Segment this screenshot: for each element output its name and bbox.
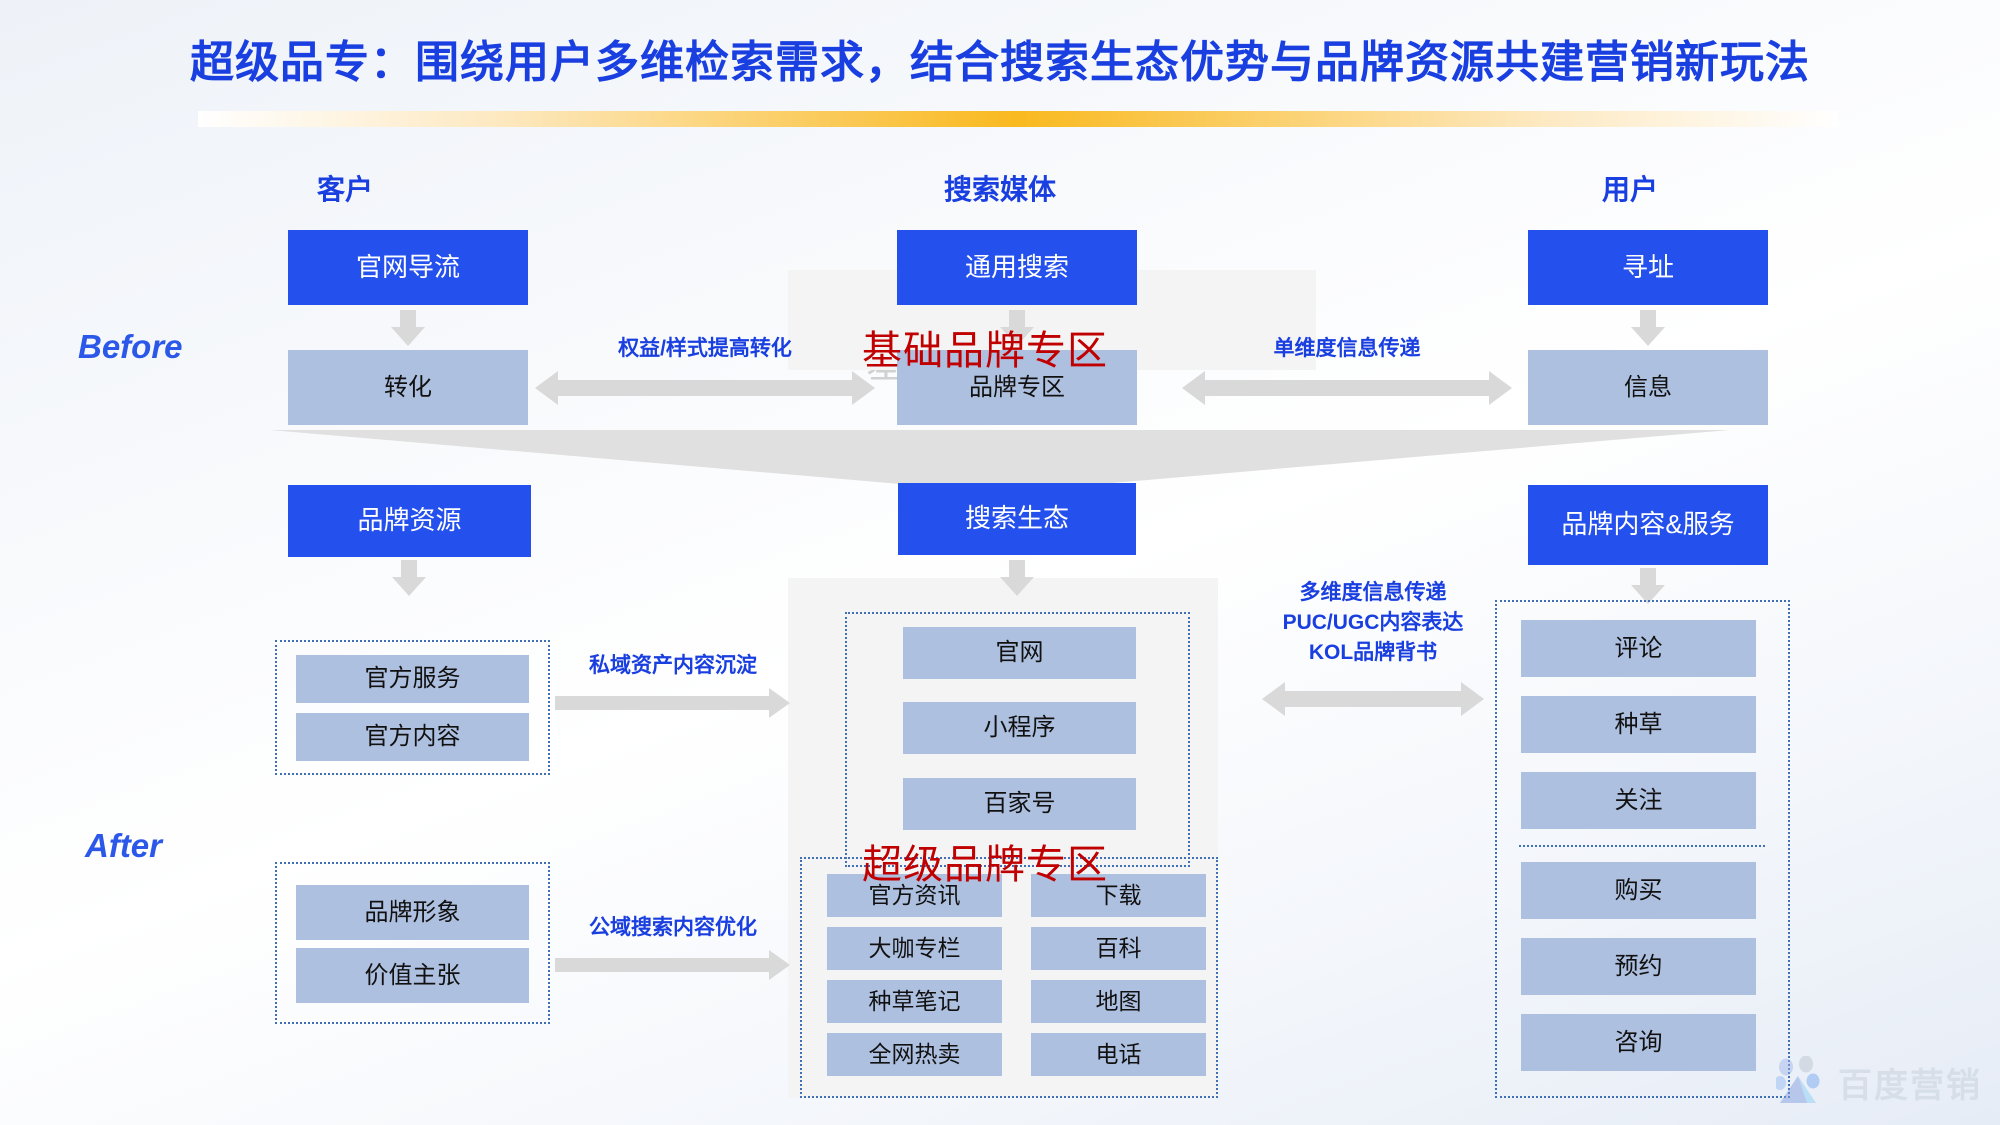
- after-left-top-box: 品牌资源: [288, 485, 531, 557]
- title-underline-accent: [198, 111, 1838, 127]
- before-user-down-arrow: [1631, 310, 1665, 346]
- after-right-arrow-caption-line-2: KOL品牌背书: [1308, 641, 1438, 664]
- before-customer-down-arrow: [391, 310, 425, 346]
- after-center-group-b-right-item-2: 地图: [1031, 980, 1206, 1023]
- after-red-overlay-label: 超级品牌专区 超级品牌专区: [862, 832, 1111, 900]
- after-left-group-a: [275, 640, 550, 775]
- after-center-group-a-item-2: 百家号: [903, 778, 1136, 830]
- baidu-bear-paw-logo-icon: [1774, 1055, 1828, 1109]
- after-center-group-b-left-item-2: 种草笔记: [827, 980, 1002, 1023]
- before-media-bottom-box: 品牌专区: [897, 350, 1137, 425]
- after-right-group-bottom-item-2: 咨询: [1521, 1014, 1756, 1071]
- after-center-group-b: [800, 857, 1218, 1098]
- page-title: 超级品专：围绕用户多维检索需求，结合搜索生态优势与品牌资源共建营销新玩法: [190, 38, 1810, 87]
- watermark-text: 百度营销: [1838, 1067, 1982, 1105]
- after-right-group-divider: [1519, 845, 1765, 847]
- after-left-arrow-a-caption: 私域资产内容沉淀: [589, 654, 757, 677]
- after-left-group-b: [275, 862, 550, 1024]
- after-center-group-b-right-item-3: 电话: [1031, 1033, 1206, 1076]
- after-left-arrow-b-caption: 公域搜索内容优化: [589, 916, 757, 939]
- after-right-group-top-item-1: 种草: [1521, 696, 1756, 753]
- before-red-overlay-text: 基础品牌专区: [862, 329, 1108, 373]
- column-header-media: 搜索媒体: [943, 174, 1056, 205]
- stage-label-after: After: [85, 827, 163, 864]
- before-user-bottom-box: 信息: [1528, 350, 1768, 425]
- after-center-group-b-left-item-0: 官方资讯: [827, 874, 1002, 917]
- after-red-overlay-text: 超级品牌专区: [862, 843, 1108, 887]
- after-left-arrow-a: [555, 688, 790, 718]
- before-media-down-arrow: [1000, 310, 1034, 346]
- column-header-user: 用户: [1601, 174, 1658, 205]
- after-center-group-b-left-item-3: 全网热卖: [827, 1033, 1002, 1076]
- before-customer-bottom-box: 转化: [288, 350, 528, 425]
- before-customer-top-box: 官网导流: [288, 230, 528, 305]
- after-center-group-b-right-item-0: 下载: [1031, 874, 1206, 917]
- before-red-overlay-label: 基础品牌专区 基础品牌专区: [862, 318, 1111, 386]
- after-left-group-a-item-0: 官方服务: [296, 655, 529, 703]
- before-user-top-box: 寻址: [1528, 230, 1768, 305]
- before-left-double-arrow: [535, 371, 875, 405]
- after-right-group-top-item-2: 关注: [1521, 772, 1756, 829]
- after-left-arrow-b: [555, 950, 790, 980]
- after-left-group-b-item-0: 品牌形象: [296, 885, 529, 940]
- stage-label-before: Before: [78, 328, 183, 365]
- after-center-group-a: [845, 612, 1190, 867]
- after-left-group-a-item-1: 官方内容: [296, 713, 529, 761]
- after-center-group-a-item-0: 官网: [903, 627, 1136, 679]
- before-right-double-arrow: [1182, 371, 1512, 405]
- after-center-top-box: 搜索生态: [898, 483, 1136, 555]
- before-right-arrow-caption: 单维度信息传递: [1273, 337, 1421, 360]
- after-right-group: [1495, 600, 1790, 1098]
- after-right-top-box: 品牌内容&服务: [1528, 485, 1768, 565]
- before-after-transition-chevron: [270, 430, 1730, 490]
- after-right-down-arrow: [1631, 568, 1665, 604]
- after-left-group-b-item-1: 价值主张: [296, 948, 529, 1003]
- after-left-down-arrow: [392, 560, 426, 596]
- after-right-group-bottom-item-1: 预约: [1521, 938, 1756, 995]
- after-right-arrow-caption-line-0: 多维度信息传递: [1299, 581, 1447, 604]
- after-center-down-arrow: [1000, 560, 1034, 596]
- after-right-arrow-caption-line-1: PUC/UGC内容表达: [1282, 611, 1464, 634]
- before-left-arrow-caption: 权益/样式提高转化: [618, 337, 792, 360]
- after-center-group-b-left-item-1: 大咖专栏: [827, 927, 1002, 970]
- after-center-group-b-right-item-1: 百科: [1031, 927, 1206, 970]
- watermark: 百度营销: [1774, 1055, 1982, 1109]
- after-right-group-top-item-0: 评论: [1521, 620, 1756, 677]
- after-right-double-arrow: [1262, 682, 1484, 716]
- before-media-top-box: 通用搜索: [897, 230, 1137, 305]
- after-center-group-a-item-1: 小程序: [903, 702, 1136, 754]
- after-right-group-bottom-item-0: 购买: [1521, 862, 1756, 919]
- column-header-customer: 客户: [316, 174, 373, 205]
